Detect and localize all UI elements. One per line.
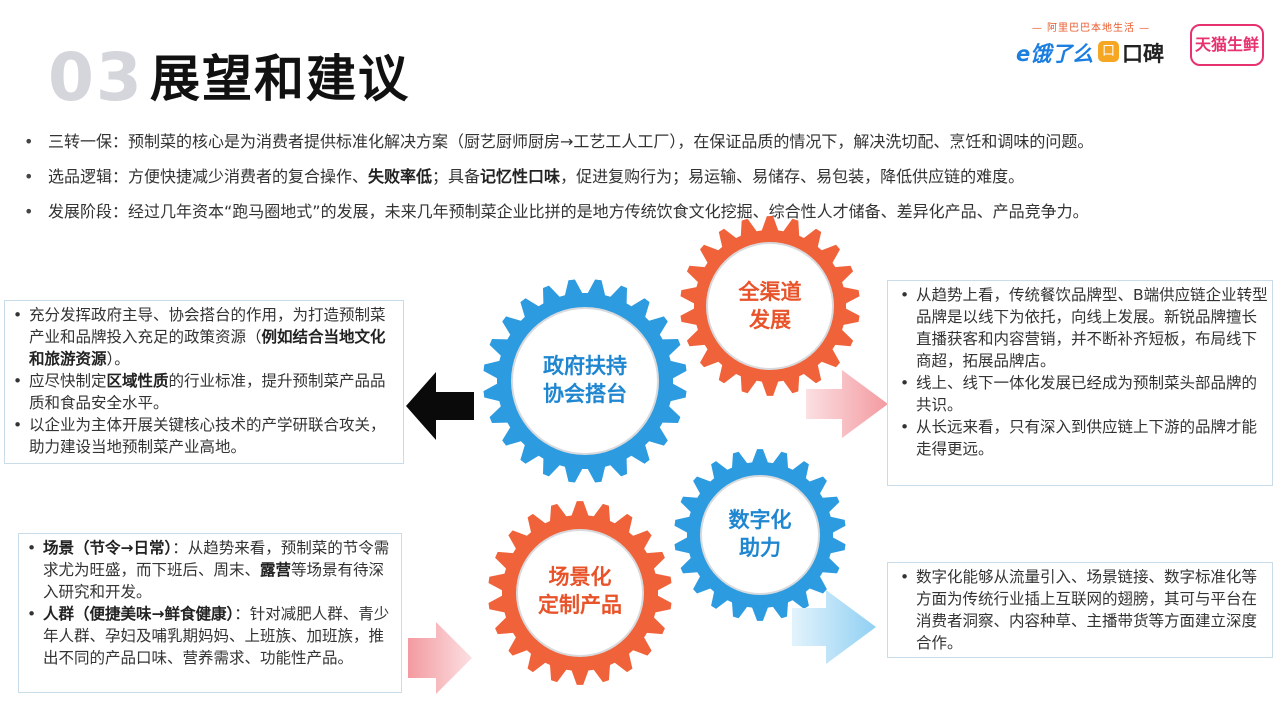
box-text: 等场景有待深入研究和开发。: [43, 561, 385, 601]
gear-center: [708, 244, 832, 368]
gear-label-line: 协会搭台: [543, 382, 627, 406]
government-box: 充分发挥政府主导、协会搭台的作用，为打造预制菜产业和品牌投入充足的政策资源（例如…: [4, 300, 404, 464]
koubei-logo: 口碑: [1122, 42, 1164, 66]
scene-box: 场景（节令→日常）：从趋势来看，预制菜的节令需求尤为旺盛，而下班后、周末、露营等…: [18, 533, 402, 693]
page-title: 展望和建议: [150, 50, 410, 108]
list-item: 从长远来看，只有深入到供应链上下游的品牌才能走得更远。: [898, 416, 1268, 460]
gear-digital-label: 数字化 助力: [695, 506, 825, 562]
box-text: 从趋势上看，传统餐饮品牌型、B端供应链企业转型品牌是以线下为依托，向线上发展。新…: [916, 286, 1268, 370]
gear-scene-label: 场景化 定制产品: [515, 563, 645, 619]
list-item: 从趋势上看，传统餐饮品牌型、B端供应链企业转型品牌是以线下为依托，向线上发展。新…: [898, 284, 1268, 372]
summary-text: 三转一保：预制菜的核心是为消费者提供标准化解决方案（厨艺厨师厨房→工艺工人工厂）…: [48, 132, 1094, 151]
list-item: 数字化能够从流量引入、场景链接、数字标准化等方面为传统行业插上互联网的翅膀，其可…: [898, 566, 1268, 654]
summary-bold: 失败率低: [368, 167, 433, 186]
box-text: ）。: [106, 350, 130, 368]
gear-scene: [488, 501, 672, 685]
gear-center: [513, 309, 657, 453]
box-bold: 区域性质: [106, 372, 169, 390]
box-text: 的行业标准，提升预制菜产品品质和食品安全水平。: [29, 372, 386, 412]
summary-text: ，促进复购行为；易运输、易储存、易包装，降低供应链的难度。: [560, 167, 1025, 186]
koubei-icon: 口: [1098, 41, 1119, 62]
list-item: 以企业为主体开展关键核心技术的产学研联合攻关，助力建设当地预制菜产业高地。: [11, 414, 399, 458]
gear-label-line: 政府扶持: [543, 354, 627, 378]
box-text: 数字化能够从流量引入、场景链接、数字标准化等方面为传统行业插上互联网的翅膀，其可…: [916, 568, 1258, 652]
eleme-logo: e饿了么: [1016, 42, 1094, 66]
box-bold: 露营: [260, 561, 292, 579]
gear-label-line: 发展: [749, 308, 791, 332]
gear-center: [518, 531, 642, 655]
box-bold: 例如结合当地文化和旅游资源: [29, 328, 386, 368]
gear-label-line: 场景化: [548, 565, 612, 589]
box-text: 充分发挥政府主导、协会搭台的作用，为打造预制菜产业和品牌投入充足的政策资源（: [29, 306, 386, 346]
summary-text: 发展阶段：经过几年资本“跑马圈地式”的发展，未来几年预制菜企业比拼的是地方传统饮…: [48, 202, 1089, 221]
summary-text: 选品逻辑：方便快捷减少消费者的复合操作、: [48, 167, 369, 186]
gear-government-label: 政府扶持 协会搭台: [520, 352, 650, 408]
digital-box: 数字化能够从流量引入、场景链接、数字标准化等方面为传统行业插上互联网的翅膀，其可…: [887, 562, 1273, 658]
box-text: ：针对减肥人群、青少年人群、孕妇及哺乳期妈妈、上班族、加班族，推出不同的产品口味…: [43, 605, 390, 667]
box-bold: 场景（节令→日常）: [43, 539, 173, 557]
gear-center: [702, 477, 818, 593]
gear-label-line: 全渠道: [738, 280, 802, 304]
list-item: 场景（节令→日常）：从趋势来看，预制菜的节令需求尤为旺盛，而下班后、周末、露营等…: [25, 537, 397, 603]
arrow-left-pink-icon: [408, 622, 472, 694]
summary-item-1: 三转一保：预制菜的核心是为消费者提供标准化解决方案（厨艺厨师厨房→工艺工人工厂）…: [24, 124, 1274, 159]
list-item: 应尽快制定区域性质的行业标准，提升预制菜产品品质和食品安全水平。: [11, 370, 399, 414]
gear-channel: [680, 216, 860, 396]
summary-text: ；具备: [432, 167, 481, 186]
summary-bold: 记忆性口味: [480, 167, 561, 186]
box-bold: 人群（便捷美味→鲜食健康）: [43, 605, 235, 623]
arrow-left-black-icon: [406, 372, 474, 440]
list-item: 人群（便捷美味→鲜食健康）：针对减肥人群、青少年人群、孕妇及哺乳期妈妈、上班族、…: [25, 603, 397, 669]
gear-government: [483, 279, 687, 483]
summary-list: 三转一保：预制菜的核心是为消费者提供标准化解决方案（厨艺厨师厨房→工艺工人工厂）…: [24, 124, 1274, 229]
gear-channel-label: 全渠道 发展: [705, 278, 835, 334]
gear-digital: [674, 449, 846, 621]
tmall-fresh-logo: 天猫生鲜: [1190, 24, 1264, 66]
summary-item-3: 发展阶段：经过几年资本“跑马圈地式”的发展，未来几年预制菜企业比拼的是地方传统饮…: [24, 194, 1274, 229]
arrow-right-pink-icon: [806, 370, 888, 438]
box-text: ：从趋势来看，预制菜的节令需求尤为旺盛，而下班后、周末、: [43, 539, 390, 579]
section-number: 03: [48, 39, 144, 116]
box-text: 以企业为主体开展关键核心技术的产学研联合攻关，助力建设当地预制菜产业高地。: [29, 416, 386, 456]
box-text: 线上、线下一体化发展已经成为预制菜头部品牌的共识。: [916, 374, 1258, 414]
gear-label-line: 助力: [739, 536, 781, 560]
box-text: 应尽快制定: [29, 372, 107, 390]
gear-label-line: 定制产品: [538, 593, 622, 617]
list-item: 线上、线下一体化发展已经成为预制菜头部品牌的共识。: [898, 372, 1268, 416]
gear-label-line: 数字化: [728, 508, 792, 532]
channel-box: 从趋势上看，传统餐饮品牌型、B端供应链企业转型品牌是以线下为依托，向线上发展。新…: [887, 280, 1273, 486]
alibaba-local-life-tagline: — 阿里巴巴本地生活 —: [1031, 23, 1151, 34]
list-item: 充分发挥政府主导、协会搭台的作用，为打造预制菜产业和品牌投入充足的政策资源（例如…: [11, 304, 399, 370]
summary-item-2: 选品逻辑：方便快捷减少消费者的复合操作、失败率低；具备记忆性口味，促进复购行为；…: [24, 159, 1274, 194]
arrow-right-blue-icon: [792, 590, 876, 664]
box-text: 从长远来看，只有深入到供应链上下游的品牌才能走得更远。: [916, 418, 1258, 458]
